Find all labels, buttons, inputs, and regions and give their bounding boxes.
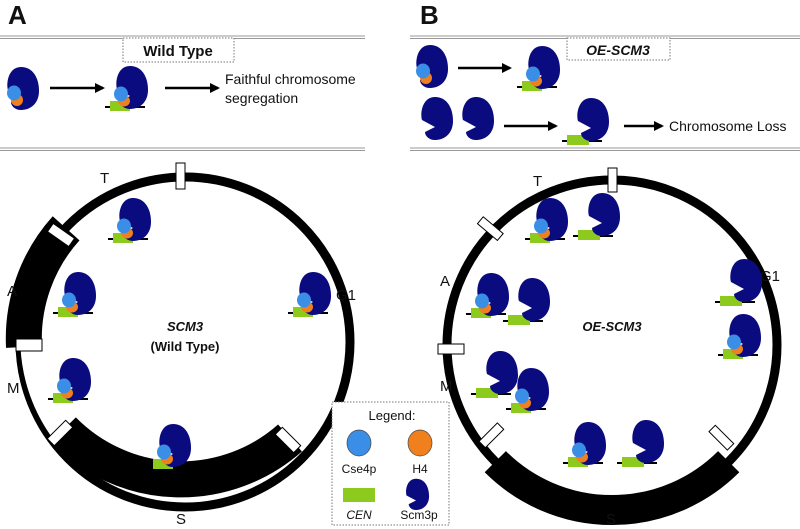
phase-a-label: A (440, 273, 450, 290)
panel-a-letter: A (8, 0, 27, 30)
scm3p-bound-cen (562, 98, 609, 145)
center-label-1: SCM3 (167, 319, 204, 334)
legend-box (331, 401, 450, 526)
complex-bound-cen (48, 358, 91, 403)
cycle-marker (15, 338, 43, 352)
cycle-marker (478, 422, 505, 449)
legend-cse4p: Cse4p (342, 462, 377, 476)
cycle-marker (46, 222, 76, 248)
cen-swatch (343, 488, 375, 502)
s-phase-arc (484, 450, 740, 525)
outcome-line-2: segregation (225, 90, 298, 106)
scm3p-bound-cen (617, 420, 664, 467)
a-phase-arc (5, 216, 80, 348)
legend-scm3p: Scm3p (400, 508, 438, 522)
panel-a-title: Wild Type (143, 43, 213, 60)
panel-b: B OE-SCM3 Chromosome Loss T A M S G1 (410, 0, 800, 528)
complex-bound-cen (466, 273, 509, 318)
panel-a-title-box (122, 37, 235, 63)
complex-free (7, 67, 39, 110)
phase-g1-label: G1 (336, 287, 356, 304)
complex-bound-cen (288, 272, 331, 317)
phase-a-label: A (7, 283, 17, 300)
cycle-marker (607, 167, 618, 193)
complex-bound-cen (53, 272, 96, 317)
legend: Legend: Cse4p H4 CEN Scm3p (331, 401, 450, 526)
complex-bound-cen (563, 422, 606, 467)
legend-title: Legend: (369, 408, 416, 423)
scm3p-bound-cen (715, 259, 762, 306)
center-label-2: (Wild Type) (151, 339, 220, 354)
phase-m-label: M (7, 380, 20, 397)
cse4p-swatch (346, 429, 372, 457)
cycle-marker (175, 162, 186, 190)
complex-bound-cen (718, 314, 761, 359)
complex-bound-cen (105, 66, 148, 111)
complex-bound-cen (148, 424, 191, 469)
legend-h4: H4 (412, 462, 428, 476)
legend-cen: CEN (346, 508, 372, 522)
panel-b-title-box (566, 37, 671, 61)
outcome-line-1: Faithful chromosome (225, 71, 356, 87)
scm3p-bound-cen (503, 278, 550, 325)
scm3p-bound-cen (471, 351, 518, 398)
phase-m-label: M (440, 378, 453, 395)
h4-swatch (407, 429, 433, 457)
phase-s-label: S (176, 511, 186, 528)
complex-bound-cen (517, 46, 560, 91)
cycle-marker (46, 419, 74, 447)
panel-a: A Wild Type Faithful chromosome segregat… (0, 0, 365, 528)
panel-b-title: OE-SCM3 (586, 42, 650, 58)
cycle-marker (437, 343, 465, 355)
panel-b-letter: B (420, 0, 439, 30)
phase-g1-label: G1 (760, 268, 780, 285)
complex-bound-cen (108, 198, 151, 243)
phase-s-label: S (606, 511, 616, 528)
m-phase-segment (20, 346, 59, 440)
complex-free (416, 45, 448, 88)
scm3p-free (462, 97, 494, 140)
phase-t-label: T (100, 170, 109, 187)
cycle-marker (708, 424, 735, 451)
scm3p-free (421, 97, 453, 140)
scm3p-bound-cen (573, 193, 620, 240)
outcome-label: Chromosome Loss (669, 118, 787, 134)
cycle-marker (274, 426, 302, 454)
cycle-marker (476, 216, 504, 242)
s-phase-arc (50, 417, 302, 498)
center-label: OE-SCM3 (582, 319, 642, 334)
phase-t-label: T (533, 173, 542, 190)
